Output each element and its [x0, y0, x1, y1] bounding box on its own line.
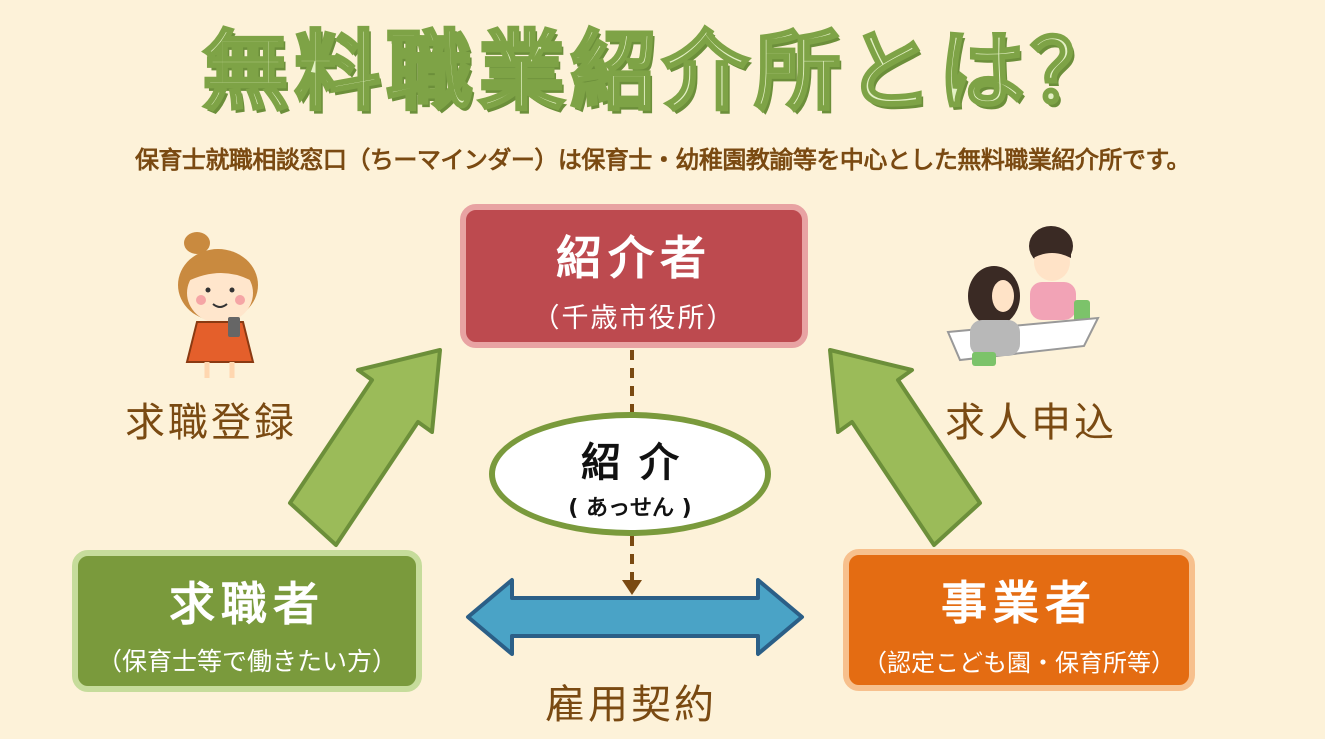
- job-seeker-detail: （保育士等で働きたい方）: [96, 647, 397, 676]
- woman-with-phone-icon: [178, 232, 258, 378]
- page-subtitle: 保育士就職相談窓口（ちーマインダー）は保育士・幼稚園教諭等を中心とした無料職業紹…: [134, 146, 1191, 174]
- job-seeker-box: 求職者 （保育士等で働きたい方）: [72, 550, 422, 692]
- job-seeker-name: 求職者: [169, 577, 325, 631]
- page-title: 無料職業紹介所とは？: [201, 21, 1123, 124]
- green-arrow-right: [828, 348, 982, 547]
- green-arrow-left: [288, 348, 442, 547]
- employer-name: 事業者: [941, 576, 1097, 630]
- job-offer-application-label: 求人申込: [945, 400, 1117, 446]
- employer-box: 事業者 （認定こども園・保育所等）: [843, 549, 1195, 691]
- introducer-box: 紹介者 （千歳市役所）: [460, 204, 808, 348]
- introducer-name: 紹介者: [556, 231, 712, 285]
- employer-detail: （認定こども園・保育所等）: [863, 649, 1175, 677]
- consultation-icon: [946, 226, 1100, 366]
- employment-contract-label: 雇用契約: [545, 682, 717, 728]
- introducer-detail: （千歳市役所）: [532, 303, 736, 334]
- job-registration-label: 求職登録: [125, 400, 297, 446]
- mediation-oval: 紹介 ( あっせん ): [489, 412, 771, 536]
- mediation-name: 紹介: [581, 440, 697, 486]
- mediation-detail: ( あっせん ): [568, 496, 692, 521]
- dashed-arrowhead: [622, 580, 642, 595]
- blue-double-arrow: [466, 578, 804, 656]
